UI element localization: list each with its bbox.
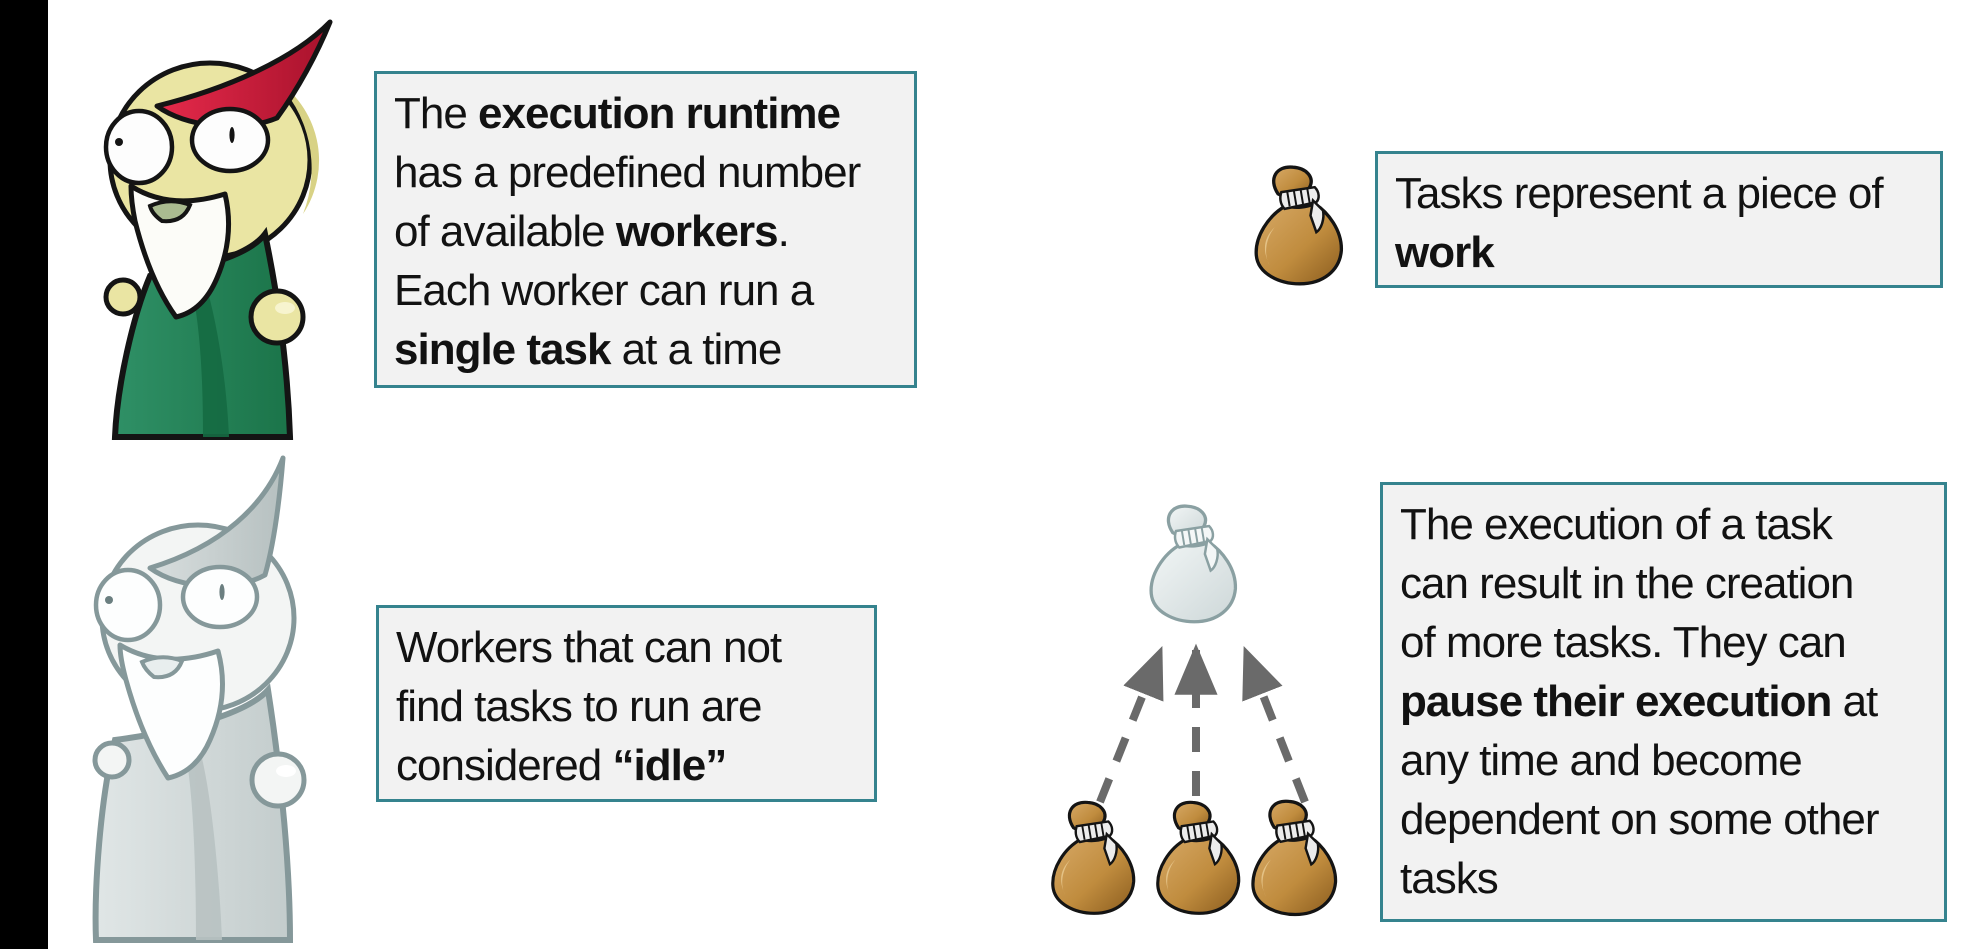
text-line: work bbox=[1395, 228, 1495, 277]
text-line: The execution of a task bbox=[1400, 500, 1833, 549]
left-black-bar bbox=[0, 0, 48, 949]
text-line: The execution runtime bbox=[394, 89, 841, 138]
text-line: find tasks to run are bbox=[396, 682, 762, 731]
text-line: pause their execution at bbox=[1400, 677, 1878, 726]
text-line: considered “idle” bbox=[396, 741, 727, 790]
note-idle-workers: Workers that can not find tasks to run ar… bbox=[376, 605, 877, 802]
source-task-bags bbox=[1051, 799, 1338, 917]
task-bag-image bbox=[1248, 156, 1348, 290]
text-line: dependent on some other bbox=[1400, 795, 1879, 844]
text-line: Workers that can not bbox=[396, 623, 782, 672]
text-line: any time and become bbox=[1400, 736, 1803, 785]
note-execution-runtime: The execution runtime has a predefined nu… bbox=[374, 71, 917, 388]
text-line: tasks bbox=[1400, 854, 1499, 903]
note-tasks-work: Tasks represent a piece of work bbox=[1375, 151, 1943, 288]
text-line: has a predefined number bbox=[394, 148, 861, 197]
text-line: Each worker can run a bbox=[394, 266, 814, 315]
worker-gnome-image bbox=[55, 6, 340, 441]
text-line: single task at a time bbox=[394, 325, 782, 374]
note-task-creation: The execution of a task can result in the… bbox=[1380, 482, 1947, 922]
text-line: can result in the creation bbox=[1400, 559, 1854, 608]
dependency-arrows bbox=[1096, 643, 1309, 804]
task-creation-diagram bbox=[1020, 470, 1360, 949]
text-line: of more tasks. They can bbox=[1400, 618, 1847, 667]
new-task-bag-image bbox=[1149, 504, 1238, 624]
text-line: of available workers. bbox=[394, 207, 790, 256]
text-line: Tasks represent a piece of bbox=[1395, 169, 1884, 218]
idle-gnome-image bbox=[50, 450, 350, 949]
